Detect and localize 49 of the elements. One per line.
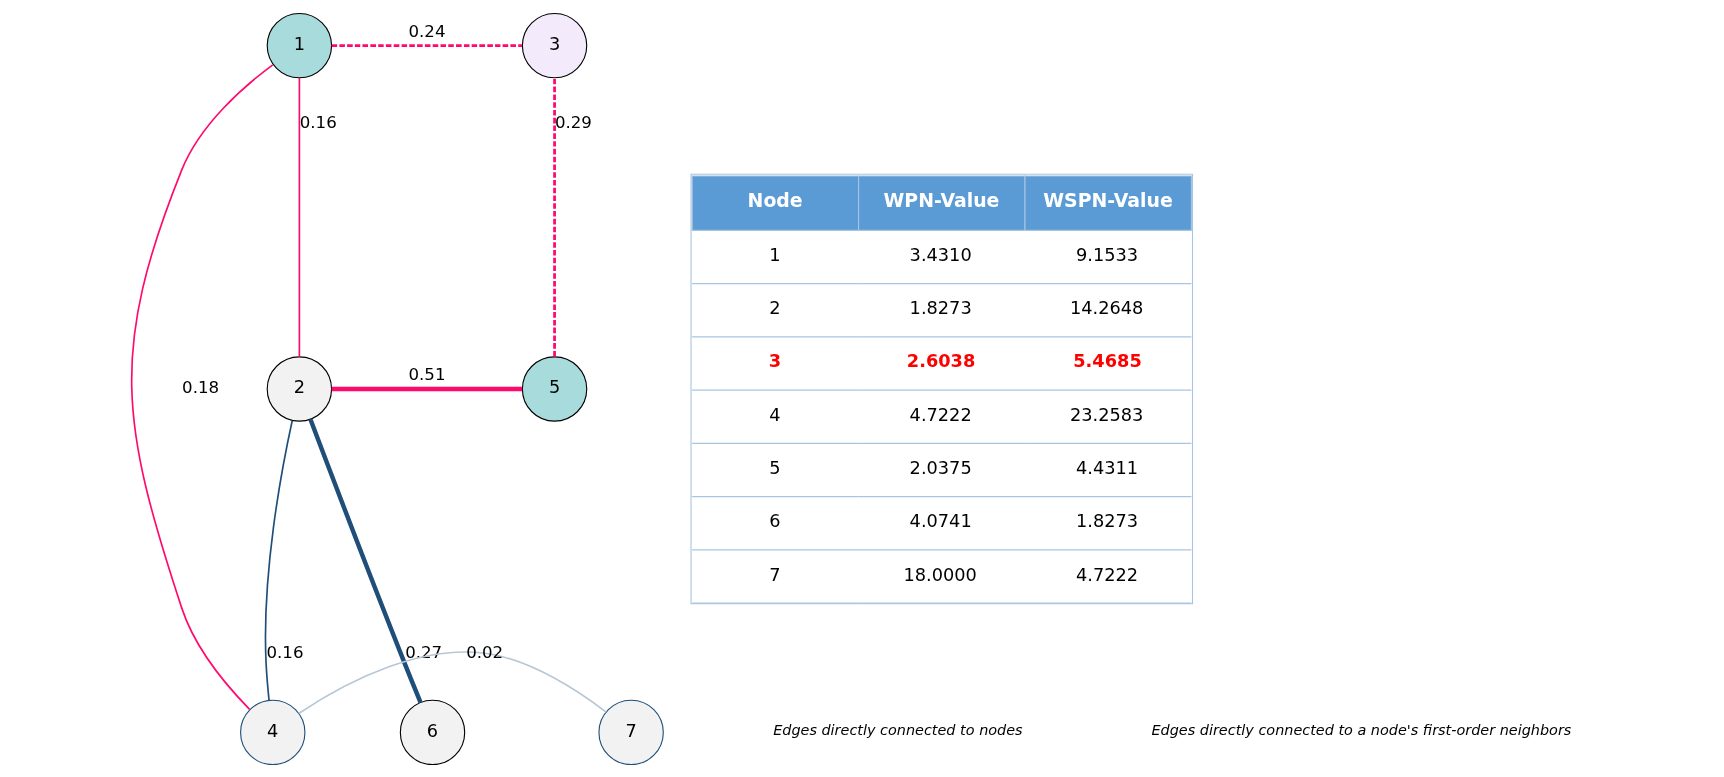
- label: 23.2583: [1069, 404, 1143, 425]
- node-circle: 4: [239, 699, 305, 765]
- node-circle: 6: [399, 699, 465, 765]
- connector: [331, 43, 522, 47]
- label: 4.7222: [1075, 564, 1138, 585]
- connector: [552, 77, 556, 356]
- label: 18.0000: [903, 564, 977, 585]
- label: 9.1533: [1075, 244, 1138, 265]
- label: 1.8273: [909, 297, 972, 318]
- edge-label: 0.29: [554, 112, 592, 132]
- edge-label: 0.24: [407, 21, 445, 41]
- edge-label: 0.16: [265, 642, 303, 662]
- connector: [130, 63, 274, 710]
- label: 1: [768, 244, 781, 265]
- connector: [297, 650, 607, 714]
- label: 4.7222: [909, 404, 972, 425]
- connector: [264, 419, 293, 701]
- connector: [298, 76, 300, 357]
- label: 4: [768, 404, 781, 425]
- label: 3: [768, 350, 781, 371]
- connector: [331, 386, 522, 391]
- label: 7: [768, 564, 781, 585]
- node-circle: 5: [521, 355, 587, 422]
- label: 2.0375: [909, 457, 972, 478]
- edge-label: 0.51: [407, 364, 445, 384]
- legend-label: Edges directly connected to a node's first-order neighbors: [1150, 721, 1571, 738]
- legend-label: Edges directly connected to nodes: [772, 721, 1023, 738]
- label: 4.0741: [909, 510, 972, 531]
- label: 14.2648: [1069, 297, 1143, 318]
- edge-label: 0.27: [404, 642, 442, 662]
- edge-label: 0.18: [181, 377, 219, 397]
- node-circle: 2: [266, 355, 332, 422]
- label: Node: [747, 188, 803, 211]
- node-circle: 1: [266, 12, 332, 78]
- node-circle: 7: [597, 699, 664, 765]
- node-circle: 3: [521, 12, 587, 78]
- label: 2.6038: [906, 350, 975, 371]
- label: WSPN-Value: [1042, 188, 1173, 211]
- edge-label: 0.16: [299, 112, 337, 132]
- edge-label: 0.02: [465, 642, 503, 662]
- label: 5: [768, 457, 781, 478]
- label: 1.8273: [1075, 510, 1138, 531]
- connector: [307, 418, 423, 703]
- label: 4.4311: [1075, 457, 1138, 478]
- label: 5.4685: [1072, 350, 1142, 371]
- label: 6: [768, 510, 781, 531]
- label: WPN-Value: [883, 188, 999, 211]
- label: 3.4310: [909, 244, 972, 265]
- label: 2: [768, 297, 781, 318]
